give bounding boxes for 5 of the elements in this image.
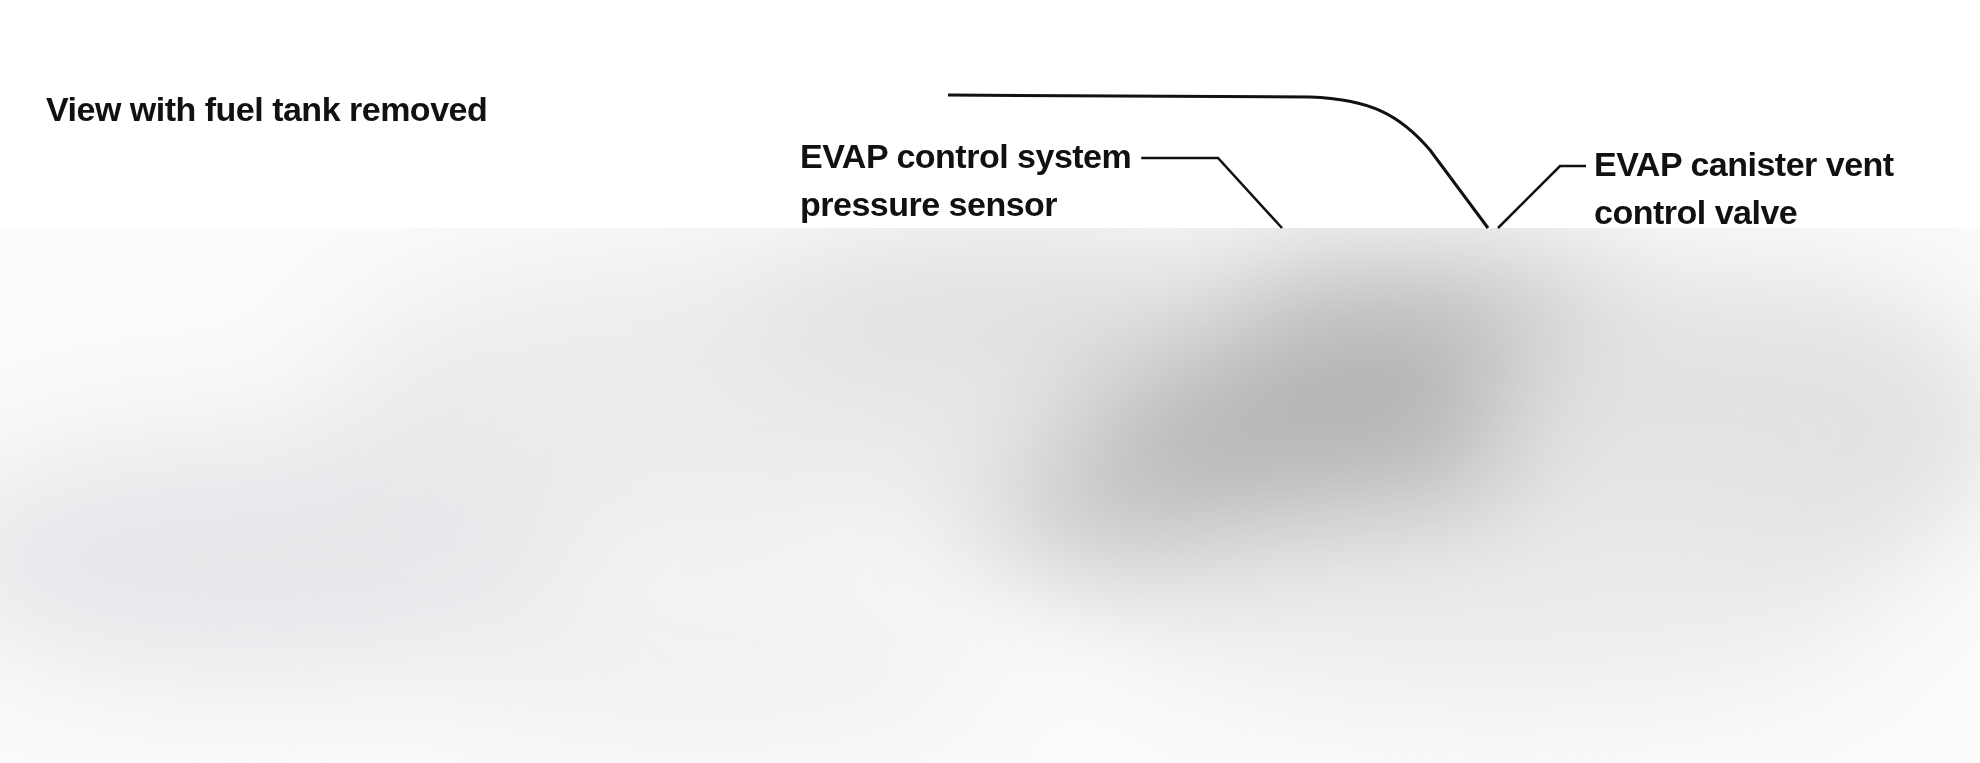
diagram-title: View with fuel tank removed — [46, 90, 488, 129]
callout-label: EVAP control system pressure sensor — [800, 132, 1180, 228]
leader-line — [1497, 164, 1586, 229]
callout-label: EVAP canister vent control valve — [1594, 140, 1954, 236]
leader-line — [1141, 156, 1283, 229]
